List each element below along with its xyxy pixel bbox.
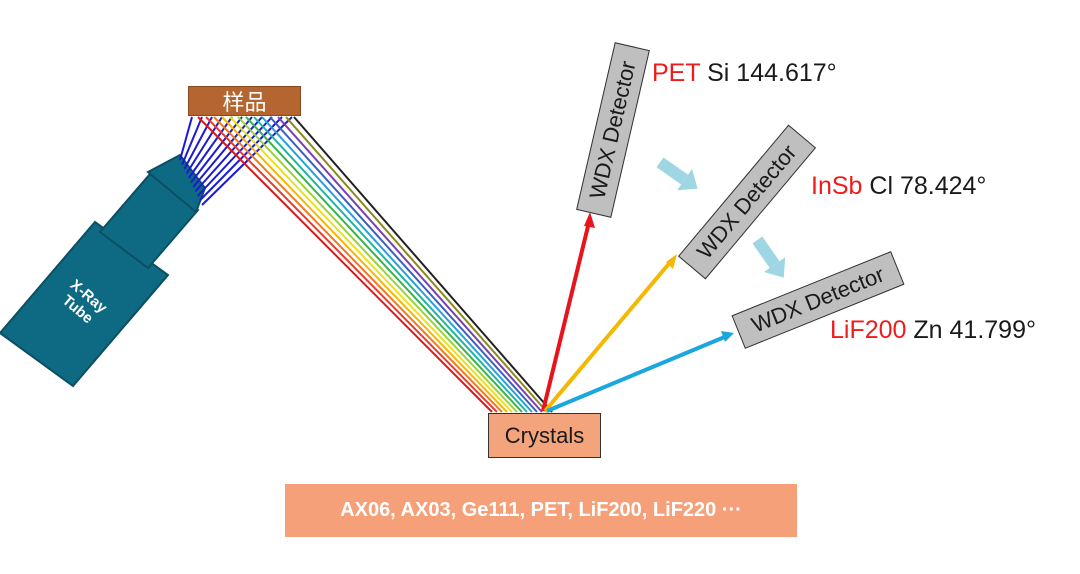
diffracted-arrowhead-pet xyxy=(584,212,595,228)
fluorescence-beam xyxy=(221,116,508,413)
crystal-list-banner: AX06, AX03, Ge111, PET, LiF200, LiF220 ·… xyxy=(285,484,797,537)
crystal-list-text: AX06, AX03, Ge111, PET, LiF200, LiF220 ·… xyxy=(340,499,742,521)
sample-box: 样品 xyxy=(188,86,301,116)
diffracted-beam-lif200 xyxy=(546,334,728,413)
fluorescence-beam xyxy=(253,116,528,413)
tube-body xyxy=(0,220,170,388)
fluorescence-beam xyxy=(205,116,498,413)
crystals-box: Crystals xyxy=(488,413,601,458)
detector-2-crystal: InSb xyxy=(811,172,863,200)
fluorescence-beam xyxy=(245,116,523,413)
diffracted-beam-pet xyxy=(541,217,592,412)
incident-beam xyxy=(181,116,203,165)
diffracted-beam-insb xyxy=(543,258,674,413)
detector-1-element-angle: Si 144.617° xyxy=(700,59,837,87)
fluorescence-beam xyxy=(237,116,518,413)
fluorescence-beam xyxy=(197,116,493,413)
crystals-label: Crystals xyxy=(504,422,585,448)
detector-1-crystal: PET xyxy=(652,59,701,87)
motion-arrow-1 xyxy=(656,157,698,191)
fluorescence-beams xyxy=(197,116,553,413)
detector-3-caption: LiF200 Zn 41.799° xyxy=(830,316,1036,345)
motion-arrow-2 xyxy=(752,236,786,278)
incident-beam xyxy=(179,116,193,161)
sample-label: 样品 xyxy=(222,91,267,116)
fluorescence-beam xyxy=(213,116,503,413)
fluorescence-beam xyxy=(229,116,513,413)
incident-beam xyxy=(201,116,293,206)
detector-1-caption: PET Si 144.617° xyxy=(652,59,837,88)
detector-2-element-angle: Cl 78.424° xyxy=(862,172,987,200)
fluorescence-beam xyxy=(293,116,553,413)
diffracted-arrowhead-lif200 xyxy=(721,331,734,342)
fluorescence-beam xyxy=(261,116,533,413)
x-ray-tube xyxy=(0,153,207,388)
fluorescence-beam xyxy=(277,116,543,413)
motion-arrows xyxy=(656,157,786,278)
detector-2-caption: InSb Cl 78.424° xyxy=(811,172,986,201)
detector-3-crystal: LiF200 xyxy=(830,316,907,344)
fluorescence-beam xyxy=(285,116,548,413)
fluorescence-beam xyxy=(269,116,538,413)
detector-3-element-angle: Zn 41.799° xyxy=(906,316,1036,344)
diffracted-beams xyxy=(541,212,734,413)
tube-neck xyxy=(98,172,200,270)
diffracted-arrowhead-insb xyxy=(666,254,677,269)
